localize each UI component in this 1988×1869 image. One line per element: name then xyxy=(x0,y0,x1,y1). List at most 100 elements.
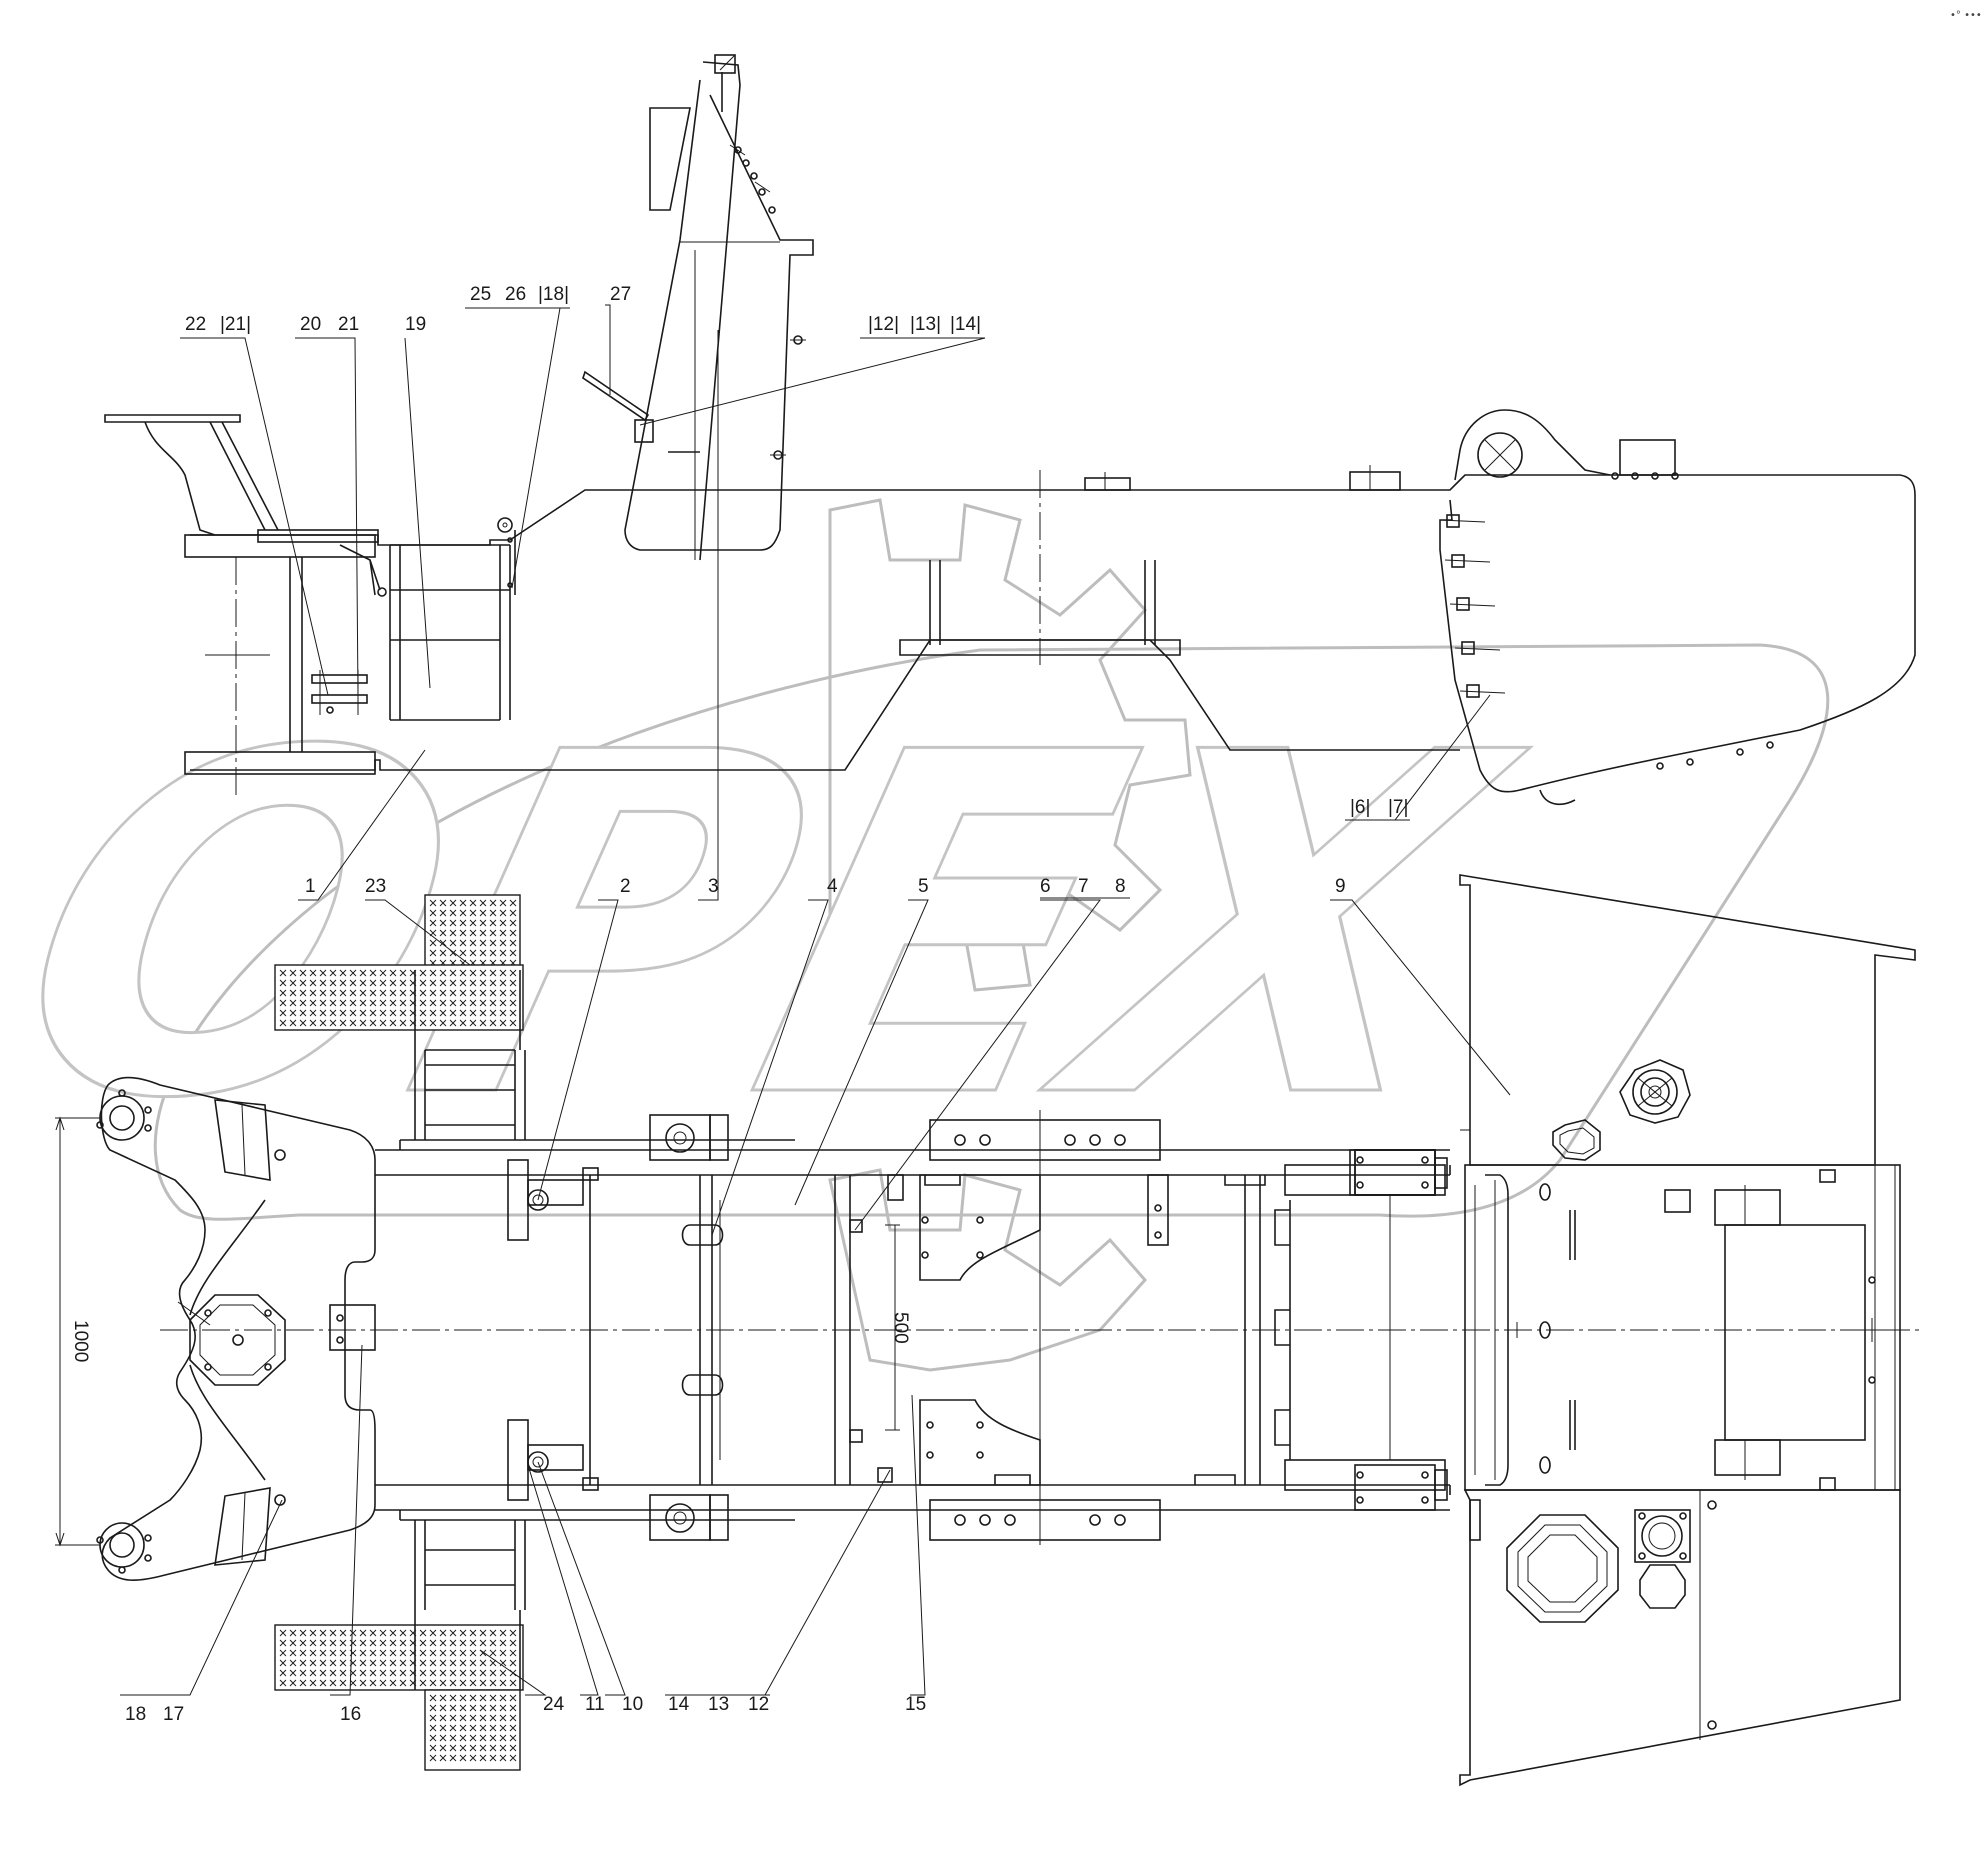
grating-pattern xyxy=(429,1694,517,1762)
grating-cross xyxy=(439,979,447,987)
grating-cross xyxy=(279,979,287,987)
grating-cross xyxy=(509,1019,517,1027)
grating-cross xyxy=(459,919,467,927)
grating-cross xyxy=(339,1019,347,1027)
grating-cross xyxy=(479,1754,487,1762)
grating-cross xyxy=(439,1649,447,1657)
callout-10: 10 xyxy=(622,1694,643,1715)
grating-cross xyxy=(299,1669,307,1677)
grating-cross xyxy=(289,1019,297,1027)
grating-cross xyxy=(489,979,497,987)
grating-cross xyxy=(449,909,457,917)
grating-cross xyxy=(329,1649,337,1657)
grating-cross xyxy=(509,1639,517,1647)
plan-rear-hitch xyxy=(1284,1149,1525,1511)
grating-cross xyxy=(439,1734,447,1742)
grating-cross xyxy=(489,1649,497,1657)
grating-cross xyxy=(429,909,437,917)
grating-cross xyxy=(359,999,367,1007)
grating-cross xyxy=(449,1639,457,1647)
grating-cross xyxy=(399,1649,407,1657)
callout-11: 11 xyxy=(585,1694,605,1715)
grating-cross xyxy=(399,999,407,1007)
grating-cross xyxy=(379,1019,387,1027)
grating-step-upper-large xyxy=(274,964,524,1031)
grating-cross xyxy=(509,1724,517,1732)
grating-cross xyxy=(329,1009,337,1017)
grating-cross xyxy=(499,1704,507,1712)
grating-cross xyxy=(309,1639,317,1647)
grating-cross xyxy=(479,1694,487,1702)
plan-fuel-cap-lower xyxy=(1506,1514,1619,1623)
grating-cross xyxy=(499,1754,507,1762)
grating-cross xyxy=(349,1009,357,1017)
dim-width: 1000 xyxy=(55,1116,100,1547)
callout-h14: |14| xyxy=(950,314,981,335)
grating-cross xyxy=(449,929,457,937)
grating-cross xyxy=(489,1694,497,1702)
grating-cross xyxy=(489,1724,497,1732)
grating-cross xyxy=(289,1009,297,1017)
grating-cross xyxy=(489,1669,497,1677)
plan-mid-frame: 500 xyxy=(834,1110,1290,1545)
callout-25: 25 xyxy=(470,284,491,305)
grating-cross xyxy=(329,989,337,997)
grating-cross xyxy=(469,1679,477,1687)
grating-cross xyxy=(429,989,437,997)
grating-cross xyxy=(369,979,377,987)
grating-cross xyxy=(399,1679,407,1687)
grating-cross xyxy=(299,1659,307,1667)
grating-cross xyxy=(309,1659,317,1667)
grating-cross xyxy=(489,1629,497,1637)
grating-cross xyxy=(329,999,337,1007)
grating-cross xyxy=(399,1639,407,1647)
side-rear-bolts xyxy=(1439,472,1774,770)
callout-h6: |6| xyxy=(1350,797,1370,818)
grating-cross xyxy=(289,979,297,987)
grating-cross xyxy=(439,1659,447,1667)
dim-500-label: 500 xyxy=(890,1312,911,1344)
grating-cross xyxy=(279,989,287,997)
grating-cross xyxy=(429,1744,437,1752)
grating-cross xyxy=(289,1659,297,1667)
grating-cross xyxy=(289,989,297,997)
corner-mark: •° ••• xyxy=(1950,10,1982,21)
grating-cross xyxy=(439,899,447,907)
grating-cross xyxy=(309,1009,317,1017)
grating-cross xyxy=(279,1669,287,1677)
grating-cross xyxy=(499,1724,507,1732)
side-view xyxy=(104,54,1916,806)
grating-cross xyxy=(469,1754,477,1762)
grating-cross xyxy=(489,1679,497,1687)
grating-cross xyxy=(479,909,487,917)
grating-cross xyxy=(329,969,337,977)
grating-cross xyxy=(349,1679,357,1687)
grating-cross xyxy=(459,1019,467,1027)
grating-cross xyxy=(479,1019,487,1027)
grating-cross xyxy=(499,969,507,977)
grating-cross xyxy=(479,1679,487,1687)
grating-cross xyxy=(279,1659,287,1667)
grating-cross xyxy=(469,989,477,997)
side-frame-outline xyxy=(190,474,1916,793)
grating-cross xyxy=(479,1744,487,1752)
grating-cross xyxy=(489,1734,497,1742)
grating-cross xyxy=(289,969,297,977)
grating-step-lower-large xyxy=(274,1624,524,1691)
grating-cross xyxy=(359,989,367,997)
grating-cross xyxy=(359,979,367,987)
grating-cross xyxy=(499,1629,507,1637)
grating-cross xyxy=(479,1724,487,1732)
grating-cross xyxy=(369,999,377,1007)
grating-cross xyxy=(329,1629,337,1637)
grating-cross xyxy=(339,999,347,1007)
grating-cross xyxy=(379,1649,387,1657)
grating-cross xyxy=(439,1694,447,1702)
grating-cross xyxy=(429,1639,437,1647)
grating-cross xyxy=(509,1694,517,1702)
side-tilted-console xyxy=(582,54,814,561)
dim-1000-label: 1000 xyxy=(70,1320,91,1362)
grating-cross xyxy=(489,1754,497,1762)
grating-cross xyxy=(379,1629,387,1637)
